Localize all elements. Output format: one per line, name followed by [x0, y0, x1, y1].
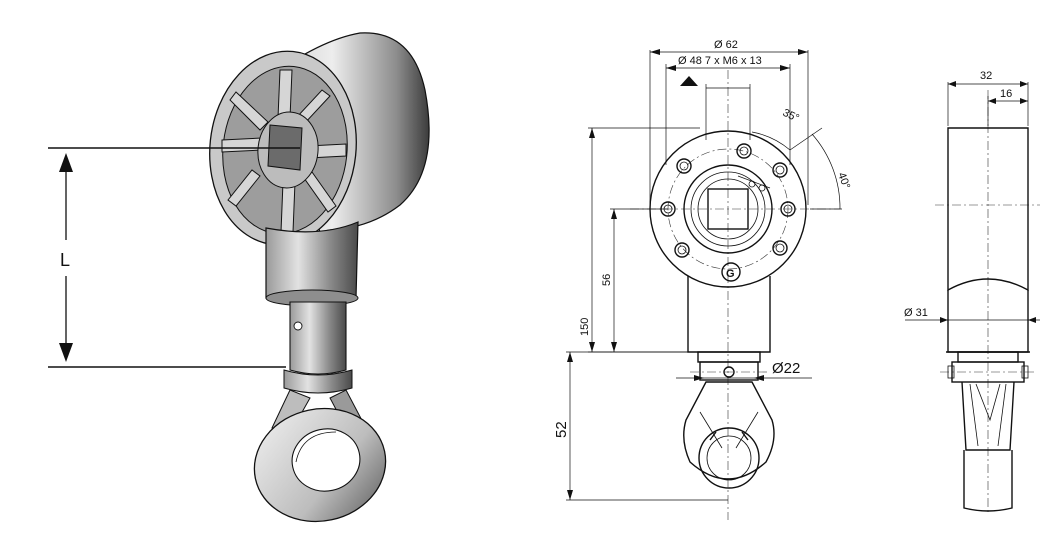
dimension-L: L	[48, 147, 300, 368]
shaft	[289, 301, 347, 375]
dimension-L-label: L	[60, 250, 70, 270]
dim-dia-62: Ø 62	[714, 39, 738, 51]
triangle-marker-icon	[680, 76, 698, 86]
square-bore	[707, 188, 749, 230]
dim-width-16: 16	[1000, 88, 1012, 100]
angle-arc-35	[751, 131, 791, 151]
front-view: G Ø 62 Ø 48 7 x M6 x 13	[553, 39, 852, 520]
dim-height-56: 56	[601, 274, 613, 286]
dim-angle-40: 40°	[835, 171, 852, 191]
dim-angle-35: 35°	[781, 107, 801, 125]
dim-width-32: 32	[980, 70, 992, 82]
side-view: 32 16 Ø 31	[904, 70, 1040, 512]
eye-hole	[291, 428, 361, 492]
drum-spokes	[221, 69, 347, 233]
dim-shaft-22: Ø22	[772, 360, 800, 377]
angle-arc-40	[811, 133, 841, 210]
dim-height-150: 150	[579, 318, 591, 336]
isometric-view	[209, 32, 430, 523]
logo-mark-icon	[721, 262, 741, 282]
eye-bore	[698, 427, 760, 489]
svg-text:G: G	[726, 268, 735, 280]
dim-bolt-circle: Ø 48 7 x M6 x 13	[678, 55, 762, 67]
dim-eye-52: 52	[553, 421, 570, 438]
dim-hub-31: Ø 31	[904, 307, 928, 319]
bolt-holes	[660, 143, 796, 258]
